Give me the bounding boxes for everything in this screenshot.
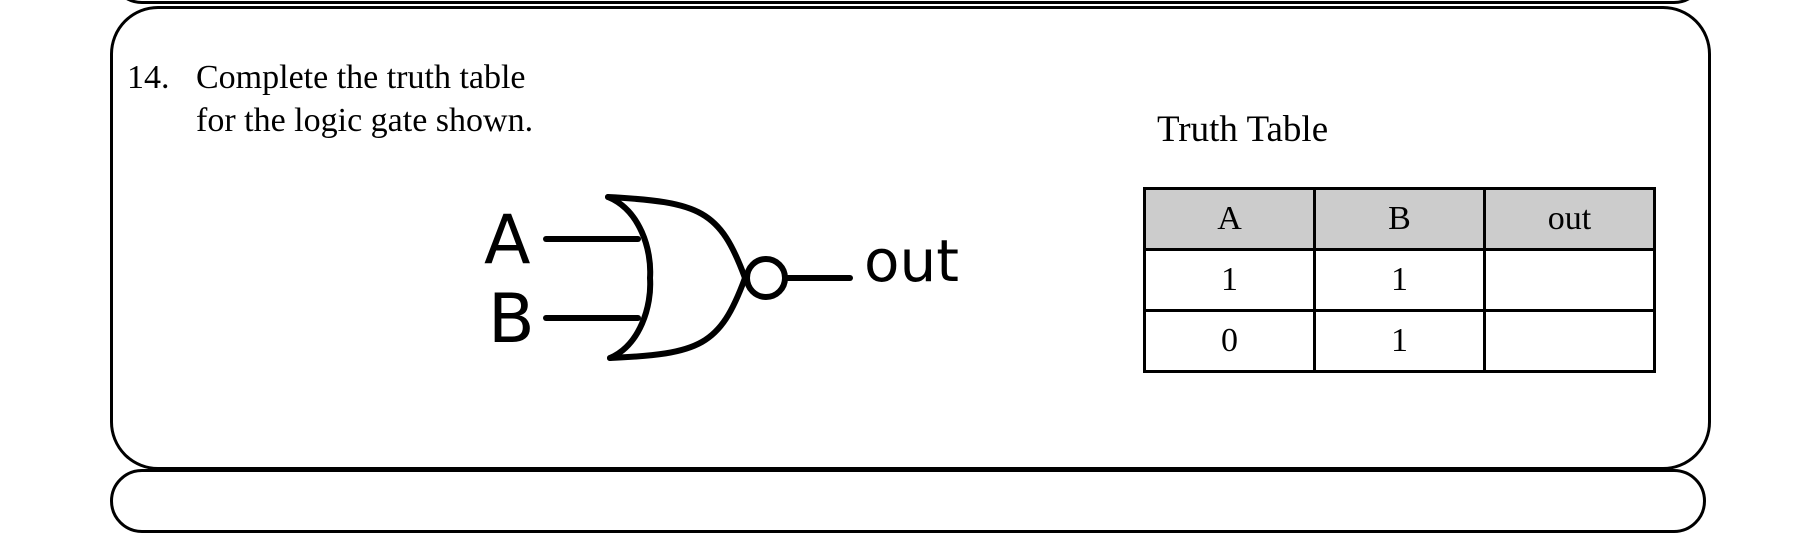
header-a: A	[1143, 187, 1316, 251]
truth-table-title: Truth Table	[1157, 109, 1329, 150]
output-label: out	[864, 227, 959, 295]
cell-out-answer[interactable]	[1483, 309, 1656, 373]
header-out: out	[1483, 187, 1656, 251]
input-label-b: B	[488, 280, 535, 359]
nor-gate-diagram: A B out	[470, 180, 990, 380]
previous-question-box-edge	[110, 0, 1706, 4]
cell-b: 1	[1313, 248, 1486, 312]
question-line-1: Complete the truth table	[196, 59, 526, 96]
table-row: 1 1	[1143, 248, 1656, 312]
cell-a: 0	[1143, 309, 1316, 373]
question-text: Complete the truth table for the logic g…	[196, 56, 616, 142]
truth-table: A B out 1 1 0 1	[1143, 187, 1656, 373]
header-b: B	[1313, 187, 1486, 251]
table-row: 0 1	[1143, 309, 1656, 373]
question-number: 14.	[127, 59, 170, 96]
nor-gate-icon	[543, 194, 853, 361]
cell-a: 1	[1143, 248, 1316, 312]
truth-table-header-row: A B out	[1143, 187, 1656, 251]
cell-out-answer[interactable]	[1483, 248, 1656, 312]
question-line-2: for the logic gate shown.	[196, 102, 534, 139]
next-question-box-edge	[110, 469, 1706, 533]
cell-b: 1	[1313, 309, 1486, 373]
input-label-a: A	[484, 201, 531, 280]
